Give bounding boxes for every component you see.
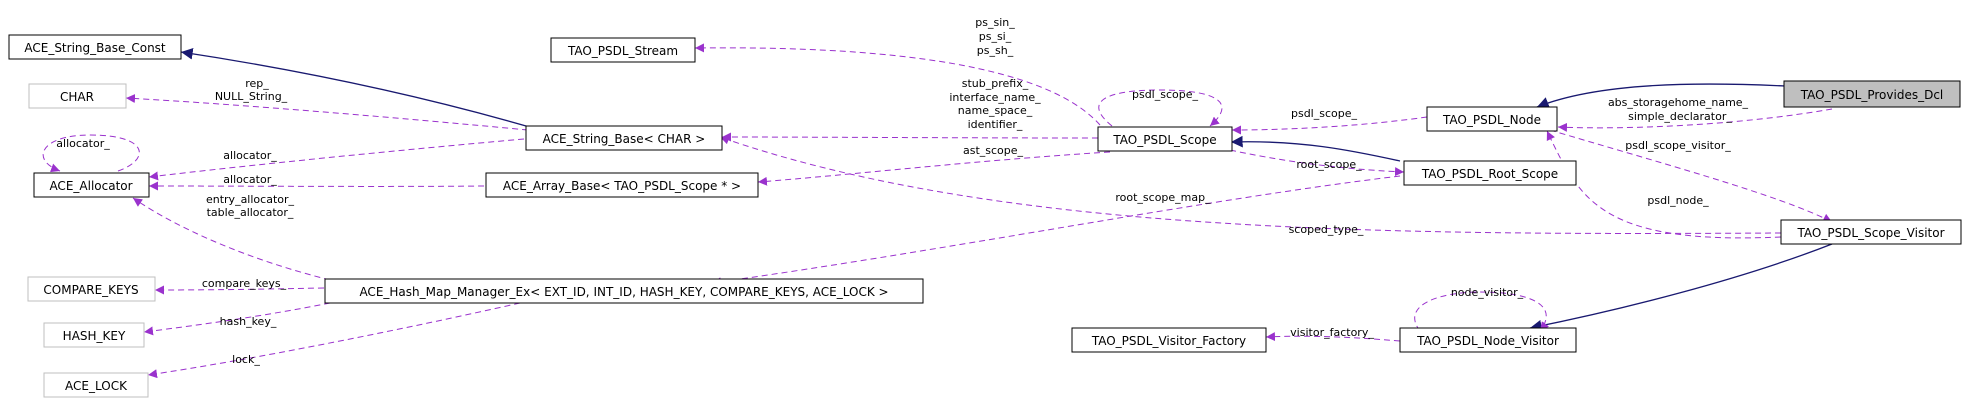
svg-text:TAO_PSDL_Root_Scope: TAO_PSDL_Root_Scope <box>1421 167 1558 181</box>
label-node-visitor: node_visitor_ <box>1451 286 1524 299</box>
label-ps-sin: ps_sin_ <box>975 16 1015 29</box>
node-ace-string-base-const[interactable]: ACE_String_Base_Const <box>8 34 182 60</box>
svg-text:COMPARE_KEYS: COMPARE_KEYS <box>43 283 138 297</box>
edge-stream-ps-fields <box>694 43 1101 126</box>
node-tao-psdl-scope[interactable]: TAO_PSDL_Scope <box>1097 126 1233 152</box>
svg-text:ACE_Array_Base< TAO_PSDL_Scope: ACE_Array_Base< TAO_PSDL_Scope * > <box>503 179 741 193</box>
label-visitor-factory: visitor_factory_ <box>1290 326 1374 339</box>
svg-text:TAO_PSDL_Node: TAO_PSDL_Node <box>1442 113 1541 127</box>
inheritance-edges <box>180 47 1833 332</box>
label-identifier: identifier_ <box>968 118 1023 131</box>
svg-text:ACE_Hash_Map_Manager_Ex< EXT_I: ACE_Hash_Map_Manager_Ex< EXT_ID, INT_ID,… <box>359 285 888 299</box>
label-compare-keys: compare_keys_ <box>202 277 287 290</box>
edge-psdl-scope <box>1231 116 1428 135</box>
svg-text:TAO_PSDL_Node_Visitor: TAO_PSDL_Node_Visitor <box>1416 334 1559 348</box>
label-abs-storagehome-name: abs_storagehome_name_ <box>1608 96 1749 109</box>
node-ace-allocator[interactable]: ACE_Allocator <box>33 172 150 198</box>
svg-text:ACE_String_Base_Const: ACE_String_Base_Const <box>24 41 166 55</box>
svg-text:TAO_PSDL_Scope: TAO_PSDL_Scope <box>1112 133 1216 147</box>
svg-text:ACE_String_Base< CHAR >: ACE_String_Base< CHAR > <box>543 132 706 146</box>
svg-text:TAO_PSDL_Provides_Dcl: TAO_PSDL_Provides_Dcl <box>1800 88 1944 102</box>
label-psdl-scope-self: psdl_scope_ <box>1132 88 1199 101</box>
label-name-space: name_space_ <box>958 104 1033 117</box>
usage-edges <box>42 43 1833 379</box>
edge-string-base-from-scope <box>721 132 1099 142</box>
label-null-string: NULL_String_ <box>215 90 288 103</box>
edge-labels: rep_ NULL_String_ allocator_ allocator_ … <box>56 16 1748 366</box>
node-tao-psdl-visitor-factory[interactable]: TAO_PSDL_Visitor_Factory <box>1071 327 1267 353</box>
label-ps-sh: ps_sh_ <box>977 44 1014 57</box>
edge-abs-storagehome <box>1557 108 1833 132</box>
edge-scope-visitor-inherits-node-visitor <box>1529 243 1833 332</box>
label-stub-prefix: stub_prefix_ <box>962 77 1029 90</box>
svg-text:TAO_PSDL_Stream: TAO_PSDL_Stream <box>567 44 678 58</box>
edge-root-scope-inherits-scope <box>1230 135 1401 162</box>
edge-lock <box>147 302 521 379</box>
edge-node-visitor-self <box>1414 291 1550 332</box>
node-ace-array-base[interactable]: ACE_Array_Base< TAO_PSDL_Scope * > <box>485 172 759 198</box>
svg-text:ACE_LOCK: ACE_LOCK <box>65 379 128 393</box>
edge-string-base-inherits-const <box>180 47 541 131</box>
node-tao-psdl-root-scope[interactable]: TAO_PSDL_Root_Scope <box>1403 160 1577 186</box>
node-tao-psdl-node-visitor[interactable]: TAO_PSDL_Node_Visitor <box>1399 327 1577 353</box>
node-tao-psdl-stream[interactable]: TAO_PSDL_Stream <box>550 37 696 63</box>
node-tao-psdl-scope-visitor[interactable]: TAO_PSDL_Scope_Visitor <box>1780 219 1962 245</box>
edge-allocator-from-string-base <box>148 138 525 181</box>
node-hash-key[interactable]: HASH_KEY <box>43 322 145 348</box>
edge-root-scope <box>1229 149 1405 177</box>
label-interface-name: interface_name_ <box>949 91 1041 104</box>
edge-rep-null-string <box>125 94 529 131</box>
svg-text:CHAR: CHAR <box>60 90 94 104</box>
edge-scope-self <box>1098 89 1223 127</box>
label-simple-declarator: simple_declarator_ <box>1628 110 1732 123</box>
label-ps-si: ps_si_ <box>979 30 1012 43</box>
node-tao-psdl-node[interactable]: TAO_PSDL_Node <box>1426 106 1558 132</box>
label-psdl-scope-visitor: psdl_scope_visitor_ <box>1625 139 1731 152</box>
label-allocator-self: allocator_ <box>56 137 110 150</box>
edge-allocator-from-hash-map <box>132 197 331 281</box>
edge-ast-scope <box>757 151 1111 186</box>
node-char[interactable]: CHAR <box>28 83 127 109</box>
label-table-allocator: table_allocator_ <box>207 206 294 219</box>
svg-text:TAO_PSDL_Scope_Visitor: TAO_PSDL_Scope_Visitor <box>1796 226 1944 240</box>
label-psdl-scope: psdl_scope_ <box>1291 107 1358 120</box>
label-rep: rep_ <box>245 77 269 90</box>
node-ace-lock[interactable]: ACE_LOCK <box>43 372 149 398</box>
label-ast-scope: ast_scope_ <box>963 144 1024 157</box>
label-lock: lock_ <box>232 353 260 366</box>
label-allocator-2: allocator_ <box>223 173 277 186</box>
edge-compare-keys <box>154 285 325 295</box>
svg-text:ACE_Allocator: ACE_Allocator <box>49 179 132 193</box>
label-root-scope: root_scope_ <box>1296 158 1362 171</box>
label-hash-key: hash_key_ <box>220 315 277 328</box>
node-tao-psdl-provides-dcl[interactable]: TAO_PSDL_Provides_Dcl <box>1783 80 1961 108</box>
label-entry-allocator: entry_allocator_ <box>206 193 295 206</box>
edge-root-scope-map <box>711 175 1401 287</box>
edge-psdl-node <box>1546 130 1782 239</box>
svg-text:HASH_KEY: HASH_KEY <box>63 329 126 343</box>
edge-provides-dcl-inherits-node <box>1536 83 1786 109</box>
label-allocator-1: allocator_ <box>223 149 277 162</box>
label-root-scope-map: root_scope_map_ <box>1115 191 1211 204</box>
node-compare-keys[interactable]: COMPARE_KEYS <box>27 276 156 302</box>
label-psdl-node: psdl_node_ <box>1647 194 1709 207</box>
node-ace-string-base[interactable]: ACE_String_Base< CHAR > <box>525 125 723 151</box>
edge-psdl-scope-visitor <box>1549 129 1833 223</box>
edge-hash-key <box>143 302 331 336</box>
edge-allocator-self <box>42 134 140 173</box>
node-ace-hash-map-manager[interactable]: ACE_Hash_Map_Manager_Ex< EXT_ID, INT_ID,… <box>324 278 924 304</box>
edge-scoped-type <box>719 135 1782 234</box>
label-scoped-type: scoped_type_ <box>1289 223 1364 236</box>
svg-text:TAO_PSDL_Visitor_Factory: TAO_PSDL_Visitor_Factory <box>1091 334 1246 348</box>
